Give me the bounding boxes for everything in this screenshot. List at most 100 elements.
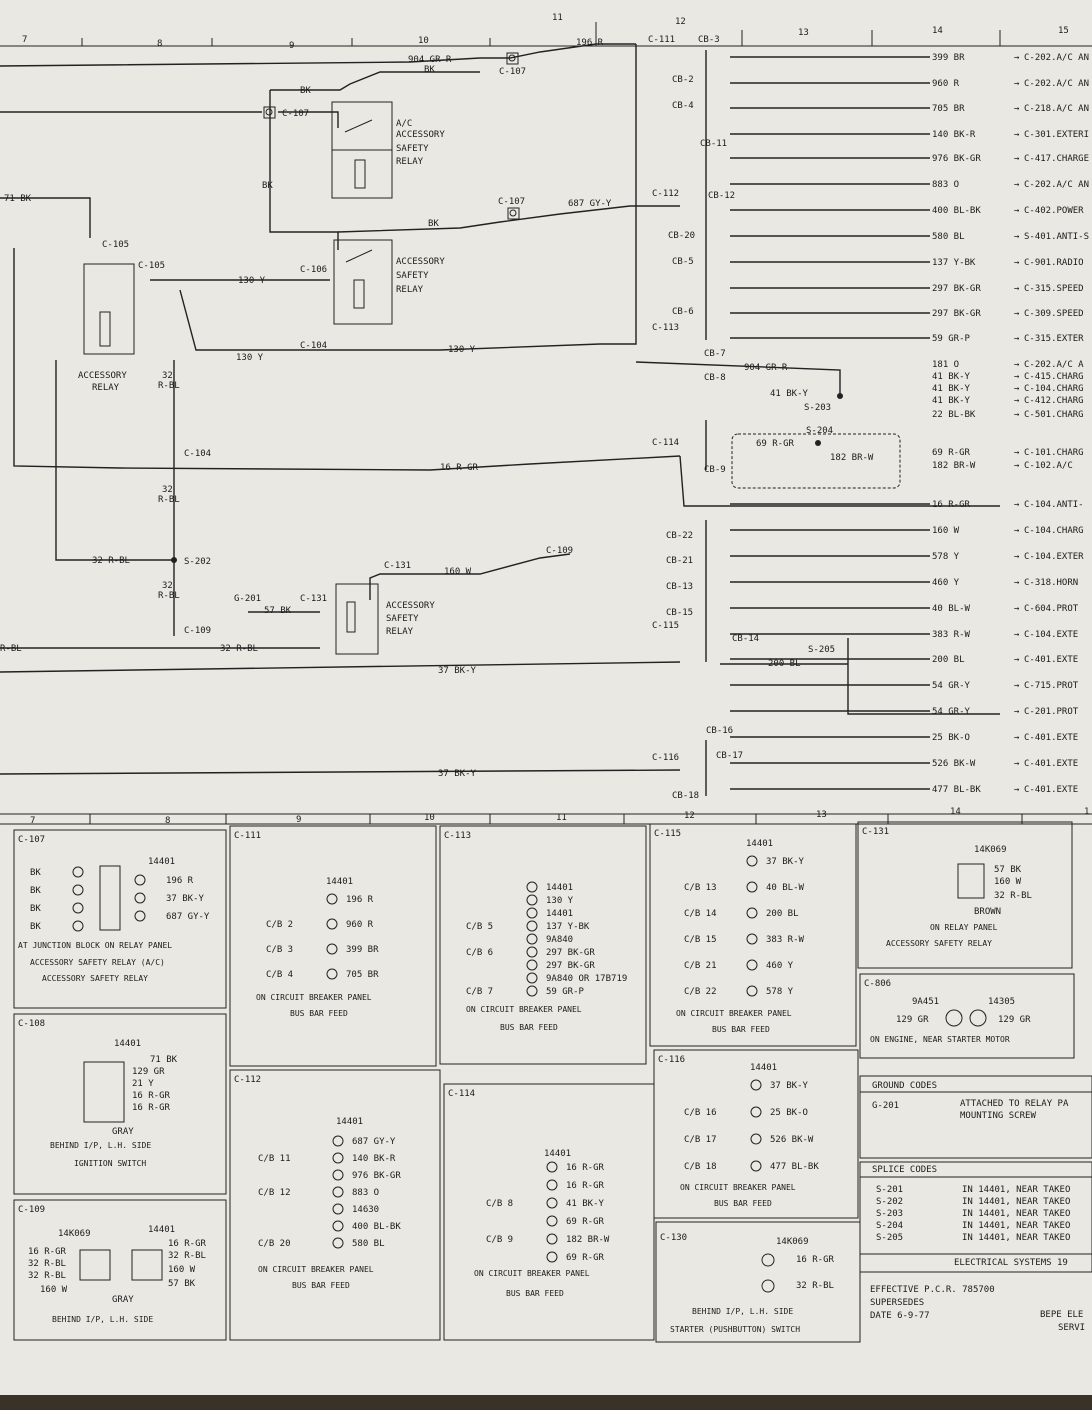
svg-text:BROWN: BROWN	[974, 907, 1001, 917]
w32v3: 32	[162, 581, 173, 591]
ring-terminal	[546, 1215, 558, 1227]
output-destination: C-202.A/C AN	[1024, 79, 1089, 89]
ring-terminal	[332, 1203, 344, 1215]
svg-text:ON CIRCUIT BREAKER PANEL: ON CIRCUIT BREAKER PANEL	[258, 1265, 374, 1274]
c104-b: C-104	[184, 449, 211, 459]
output-destination: C-104.CHARG	[1024, 526, 1084, 536]
wire-130-c: 130 Y	[448, 345, 476, 355]
terminal-wire: 182 BR-W	[566, 1235, 610, 1245]
svg-text:196 R: 196 R	[166, 876, 194, 886]
terminal-wire: 14401	[546, 909, 573, 919]
wire-182: 182 BR-W	[830, 453, 874, 463]
svg-text:GRAY: GRAY	[112, 1127, 134, 1137]
wire-41: 41 BK-Y	[770, 389, 809, 399]
svg-text:14305: 14305	[988, 997, 1015, 1007]
arrow-icon: →	[1014, 655, 1020, 665]
acc-safety-l1: ACCESSORY	[396, 257, 445, 267]
output-wire-label: 578 Y	[932, 552, 960, 562]
col-14: 14	[932, 26, 943, 36]
mcol-10: 10	[424, 813, 435, 823]
arrow-icon: →	[1014, 461, 1020, 471]
g201: G-201	[234, 594, 261, 604]
svg-text:14401: 14401	[326, 877, 353, 887]
arrow-icon: →	[1014, 154, 1020, 164]
svg-text:129 GR: 129 GR	[896, 1015, 929, 1025]
output-wire-label: 580 BL	[932, 232, 965, 242]
output-wire-label: 16 R-GR	[932, 500, 971, 510]
mcol-12: 12	[684, 811, 695, 821]
svg-text:C-115: C-115	[654, 829, 681, 839]
svg-text:BEHIND I/P, L.H. SIDE: BEHIND I/P, L.H. SIDE	[50, 1141, 151, 1150]
svg-text:G-201: G-201	[872, 1101, 899, 1111]
output-wire-label: 137 Y-BK	[932, 258, 976, 268]
col-8: 8	[157, 39, 162, 49]
ring-terminal	[750, 1133, 762, 1145]
ring-terminal	[546, 1179, 558, 1191]
output-wire-label: 25 BK-O	[932, 733, 970, 743]
output-wire-label: 69 R-GR	[932, 448, 971, 458]
terminal-wire: 14630	[352, 1205, 379, 1215]
ring-terminal	[326, 918, 338, 930]
splice-code: S-201	[876, 1185, 903, 1195]
arrow-icon: →	[1014, 500, 1020, 510]
w32v3b: R-BL	[158, 591, 180, 601]
svg-text:BEPE ELE: BEPE ELE	[1040, 1310, 1083, 1320]
svg-text:32 R-BL: 32 R-BL	[796, 1281, 834, 1291]
wire-37-a: 37 BK-Y	[438, 666, 477, 676]
arrow-icon: →	[1014, 258, 1020, 268]
output-destination: C-104.EXTE	[1024, 630, 1078, 640]
ring-terminal	[546, 1251, 558, 1263]
cb2: CB-2	[672, 75, 694, 85]
s205: S-205	[808, 645, 835, 655]
ring-terminal	[326, 893, 338, 905]
wire-bk-1: BK	[300, 86, 311, 96]
splice-description: IN 14401, NEAR TAKEO	[962, 1185, 1070, 1195]
mid-column-ruler: 7 8 9 10 11 12 13 14 1	[0, 807, 1092, 826]
mcol-8: 8	[165, 816, 170, 826]
splice-description: IN 14401, NEAR TAKEO	[962, 1233, 1070, 1243]
terminal-wire: 25 BK-O	[770, 1108, 808, 1118]
svg-text:C-131: C-131	[862, 827, 889, 837]
terminal-wire: 59 GR-P	[546, 987, 585, 997]
mcol-13: 13	[816, 810, 827, 820]
svg-text:ON ENGINE, NEAR STARTER MOTOR: ON ENGINE, NEAR STARTER MOTOR	[870, 1035, 1010, 1044]
output-wire-label: 399 BR	[932, 53, 965, 63]
svg-text:16 R-GR: 16 R-GR	[796, 1255, 835, 1265]
svg-text:ON CIRCUIT BREAKER PANEL: ON CIRCUIT BREAKER PANEL	[256, 993, 372, 1002]
output-destination: C-202.A/C A	[1024, 360, 1084, 370]
ring-terminal	[326, 968, 338, 980]
output-destination: C-102.A/C	[1024, 461, 1073, 471]
cb9: CB-9	[704, 465, 726, 475]
svg-text:GROUND CODES: GROUND CODES	[872, 1081, 937, 1091]
arrow-icon: →	[1014, 552, 1020, 562]
wire-bk-4: BK	[428, 219, 439, 229]
w32v1: 32	[162, 371, 173, 381]
svg-text:71 BK: 71 BK	[150, 1055, 178, 1065]
w32v2b: R-BL	[158, 495, 180, 505]
output-destination: C-104.CHARG	[1024, 384, 1084, 394]
svg-text:SPLICE CODES: SPLICE CODES	[872, 1165, 937, 1175]
ring-terminal	[546, 1197, 558, 1209]
svg-text:C-114: C-114	[448, 1089, 475, 1099]
arrow-icon: →	[1014, 372, 1020, 382]
svg-text:BEHIND I/P, L.H. SIDE: BEHIND I/P, L.H. SIDE	[692, 1307, 793, 1316]
svg-text:14K069: 14K069	[974, 845, 1007, 855]
view-c107: C-107 14401 BK BK BK BK 196 R 37 BK-Y 68…	[13, 829, 227, 1009]
ring-terminal	[746, 985, 758, 997]
svg-text:IGNITION SWITCH: IGNITION SWITCH	[74, 1159, 146, 1168]
breaker-label: C/B 6	[466, 948, 493, 958]
terminal-wire: 960 R	[346, 920, 374, 930]
splice-code: S-203	[876, 1209, 903, 1219]
output-destination: C-604.PROT	[1024, 604, 1079, 614]
ring-terminal	[332, 1220, 344, 1232]
terminal-wire: 16 R-GR	[566, 1163, 605, 1173]
w32v1b: R-BL	[158, 381, 180, 391]
cb18: CB-18	[672, 791, 699, 801]
ring-terminal	[746, 959, 758, 971]
svg-text:14401: 14401	[336, 1117, 363, 1127]
cb17: CB-17	[716, 751, 743, 761]
w32v2: 32	[162, 485, 173, 495]
top-column-ruler: 7 8 9 10 11 12 13 14 15	[0, 13, 1092, 51]
svg-text:14401: 14401	[114, 1039, 141, 1049]
